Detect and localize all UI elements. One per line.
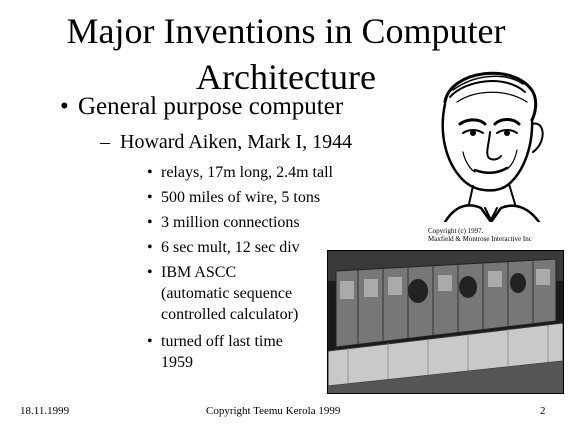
list-item: • relays, 17m long, 2.4m tall xyxy=(147,162,333,183)
bullet-general-purpose: • General purpose computer xyxy=(60,92,344,122)
list-item-text: controlled calculator) xyxy=(161,306,299,323)
footer-copyright: Copyright Teemu Kerola 1999 xyxy=(206,405,341,417)
list-item-text: 500 miles of wire, 5 tons xyxy=(161,189,321,206)
list-item: • 3 million connections xyxy=(147,212,300,233)
page-number: 2 xyxy=(540,405,546,417)
bullet-dot-icon: • xyxy=(147,214,153,231)
bullet-dot-icon: • xyxy=(60,93,69,120)
list-item-text: 1959 xyxy=(161,354,193,371)
list-item: • IBM ASCC (automatic sequence controlle… xyxy=(147,262,299,325)
list-item-text: 3 million connections xyxy=(161,214,300,231)
mark-i-photo xyxy=(327,250,564,394)
bullet-dot-icon: • xyxy=(147,239,153,256)
sub-bullet-aiken: – Howard Aiken, Mark I, 1944 xyxy=(100,130,353,154)
list-item-text: 6 sec mult, 12 sec div xyxy=(161,239,300,256)
bullet-dot-icon: • xyxy=(147,264,153,281)
list-item-text: (automatic sequence xyxy=(161,285,293,302)
bullet-text: General purpose computer xyxy=(78,93,344,120)
list-item: • 6 sec mult, 12 sec div xyxy=(147,237,300,258)
portrait-credit-line-1: Copyright (c) 1997. xyxy=(428,227,484,235)
slide-title-line-2: Architecture xyxy=(196,57,376,97)
bullet-dot-icon: • xyxy=(147,333,153,350)
list-item: • turned off last time 1959 xyxy=(147,331,283,373)
portrait-credit-line-2: Maxfield & Montrose Interactive Inc xyxy=(428,235,532,243)
footer-date: 18.11.1999 xyxy=(20,405,70,417)
slide-title-line-1: Major Inventions in Computer xyxy=(66,11,506,51)
dash-icon: – xyxy=(100,131,110,153)
list-item-text: turned off last time xyxy=(161,333,283,350)
portrait-credit: Copyright (c) 1997. Maxfield & Montrose … xyxy=(428,227,532,243)
bullet-dot-icon: • xyxy=(147,189,153,206)
list-item-text: relays, 17m long, 2.4m tall xyxy=(161,164,333,181)
list-item-text: IBM ASCC xyxy=(161,264,237,281)
list-item: • 500 miles of wire, 5 tons xyxy=(147,187,321,208)
sub-bullet-text: Howard Aiken, Mark I, 1944 xyxy=(120,131,353,153)
slide-title: Major Inventions in Computer Architectur… xyxy=(20,8,552,100)
bullet-dot-icon: • xyxy=(147,164,153,181)
howard-aiken-portrait xyxy=(441,71,544,222)
